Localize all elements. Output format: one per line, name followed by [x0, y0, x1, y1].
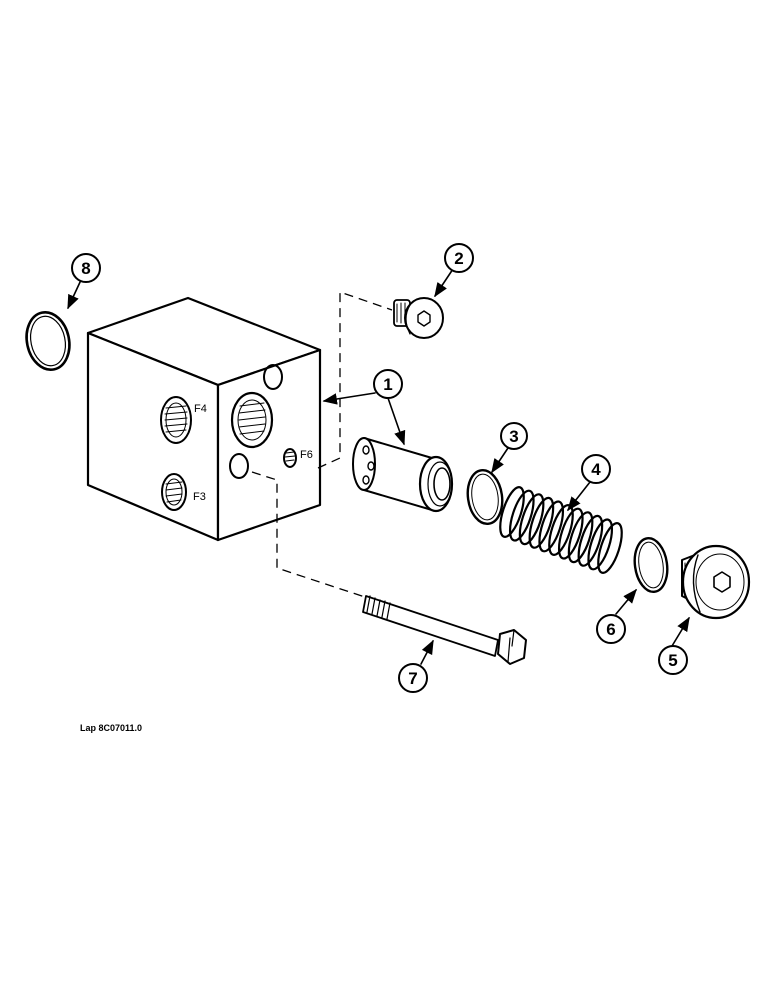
spring-coil [577, 514, 604, 567]
plug-o-ring [633, 536, 669, 594]
svg-text:7: 7 [408, 669, 417, 688]
cartridge-bore [230, 391, 274, 449]
spring-coil [538, 500, 565, 553]
spring-coil [587, 518, 614, 571]
spring-coil [597, 522, 623, 574]
callout-4: 4 [581, 454, 611, 484]
port-f6 [283, 448, 297, 468]
spring-coil [508, 489, 535, 542]
spring-coil [567, 511, 594, 564]
callout-2: 2 [444, 243, 474, 273]
assembly-lines [251, 291, 393, 598]
svg-text:4: 4 [591, 460, 601, 479]
callout-6: 6 [596, 614, 626, 644]
bolt-hole [229, 453, 249, 479]
sleeve-o-ring [466, 468, 504, 526]
callout-7: 7 [398, 663, 428, 693]
leader-lines [67, 268, 690, 665]
spring-coil [518, 493, 545, 546]
hex-socket-end-plug [681, 544, 751, 620]
svg-text:5: 5 [668, 651, 677, 670]
port-f4 [160, 396, 192, 444]
callout-1: 1 [373, 369, 403, 399]
hex-head-bolt [362, 595, 527, 665]
svg-text:2: 2 [454, 249, 463, 268]
small-hex-socket-plug [393, 297, 444, 339]
port-label-f3: F3 [193, 491, 206, 503]
callout-3: 3 [500, 422, 528, 450]
svg-text:3: 3 [509, 427, 518, 446]
plug-hole-top [263, 364, 283, 390]
spring-coil [499, 486, 525, 538]
spring-coil [528, 496, 555, 549]
callout-5: 5 [658, 645, 688, 675]
port-f3 [161, 473, 187, 511]
svg-text:1: 1 [383, 375, 392, 394]
svg-text:6: 6 [606, 620, 615, 639]
svg-text:8: 8 [81, 259, 90, 278]
port-label-f4: F4 [194, 403, 207, 415]
valve-cartridge-sleeve [352, 437, 454, 513]
block-o-ring [25, 310, 71, 372]
coil-spring [499, 486, 623, 574]
valve-block: F4 F6 F3 [86, 296, 322, 542]
port-label-f6: F6 [300, 449, 313, 461]
callout-8: 8 [71, 253, 101, 283]
drawing-reference: Lap 8C07011.0 [80, 723, 142, 733]
